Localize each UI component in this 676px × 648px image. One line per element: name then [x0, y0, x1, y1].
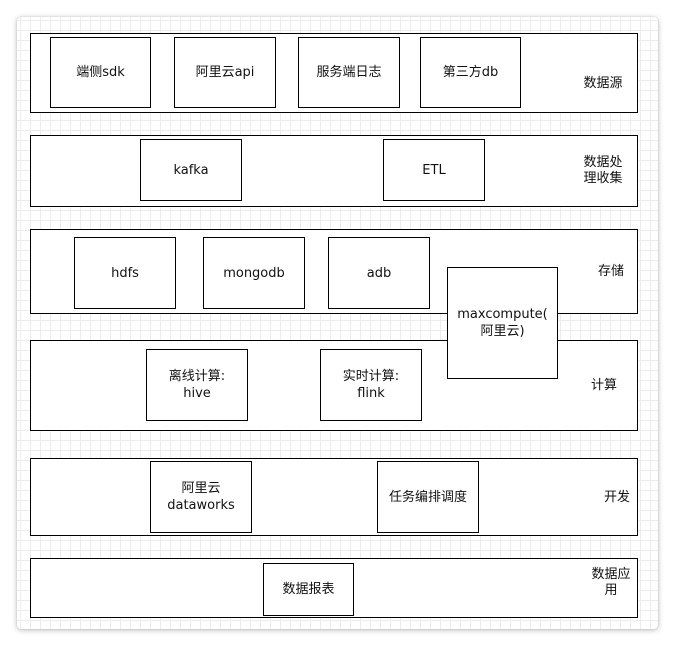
node-hdfs: hdfs — [74, 237, 176, 309]
layer-label-compute: 计算 — [590, 378, 617, 393]
layer-label-data-source: 数据源 — [583, 76, 623, 91]
layer-development — [30, 458, 638, 536]
node-data-report: 数据报表 — [263, 563, 354, 616]
layer-label-data-processing: 数据处 理收集 — [583, 155, 623, 186]
node-third-party-db: 第三方db — [420, 37, 521, 108]
node-aliyun-dataworks: 阿里云 dataworks — [150, 461, 252, 533]
node-kafka: kafka — [140, 139, 242, 201]
layer-label-development: 开发 — [603, 490, 630, 505]
node-server-log: 服务端日志 — [298, 37, 400, 108]
node-maxcompute: maxcompute( 阿里云) — [447, 267, 558, 379]
layer-label-data-application: 数据应 用 — [591, 567, 631, 598]
node-adb: adb — [328, 237, 430, 309]
node-offline-compute-hive: 离线计算: hive — [146, 349, 248, 421]
layer-data-processing — [30, 135, 638, 207]
node-client-sdk: 端侧sdk — [50, 37, 151, 108]
node-etl: ETL — [383, 139, 485, 201]
node-mongodb: mongodb — [203, 237, 305, 309]
node-aliyun-api: 阿里云api — [174, 37, 276, 108]
node-realtime-compute-flink: 实时计算: flink — [320, 349, 422, 421]
layer-label-storage: 存储 — [597, 264, 624, 279]
node-task-scheduling: 任务编排调度 — [377, 461, 479, 533]
